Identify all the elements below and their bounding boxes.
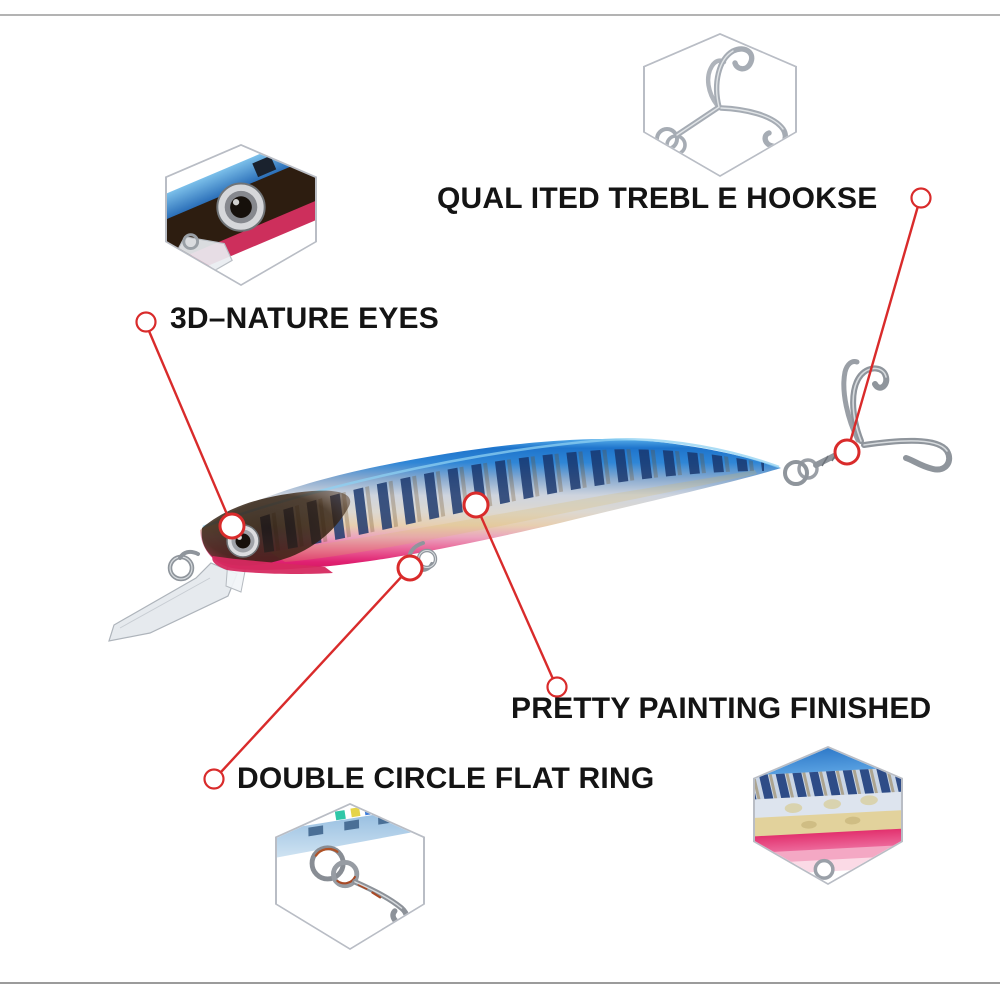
callout-lines [147,205,920,773]
paint-closeup-hexagon [753,746,903,885]
bottom-divider [0,982,1000,984]
marker-ring [396,554,424,582]
marker-eye [218,512,246,540]
label-treble-hooks: QUAL ITED TREBL E HOOKSE [437,182,878,215]
tail-treble-hook [783,359,953,486]
top-divider [0,14,1000,16]
lure-body [108,359,953,642]
label-flat-ring: DOUBLE CIRCLE FLAT RING [237,762,655,795]
marker-paint [462,491,490,519]
label-nature-eyes: 3D–NATURE EYES [170,302,439,335]
treble-hook-closeup-hexagon [643,33,797,177]
lure-bill [108,559,247,642]
front-ring [167,549,200,582]
marker-label-eye [135,311,157,333]
callout-markers [135,187,932,790]
marker-label-paint [546,676,568,698]
marker-label-ring [203,768,225,790]
marker-label-treble-hook [910,187,932,209]
stripe-band [252,449,764,553]
marker-treble-hook [833,438,861,466]
label-painting: PRETTY PAINTING FINISHED [511,692,932,725]
